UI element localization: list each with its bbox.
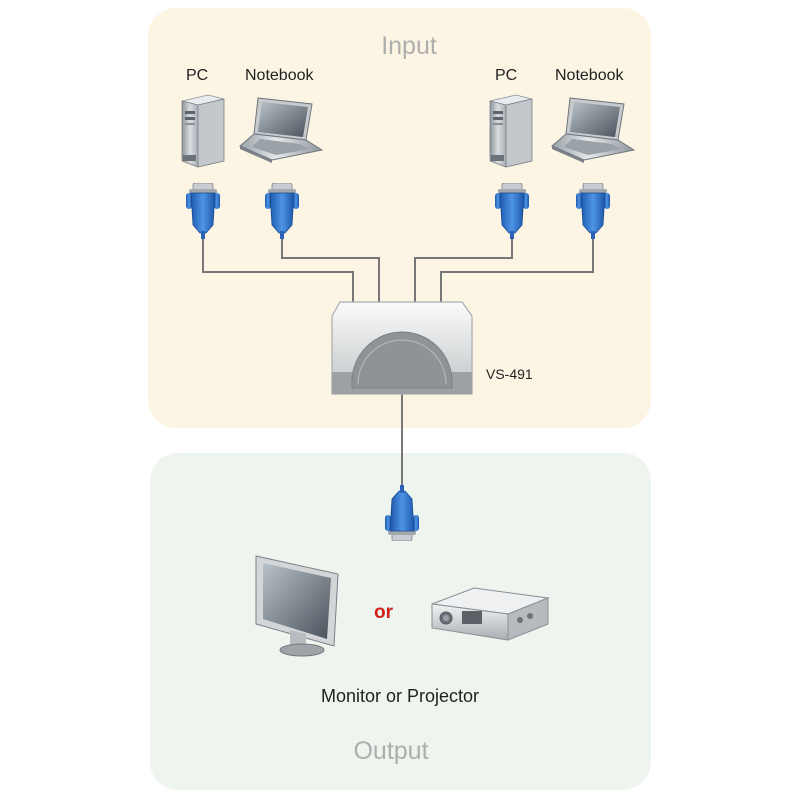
switch-device — [331, 301, 473, 395]
vga-connector-icon — [495, 183, 529, 239]
output-title: Output — [353, 737, 429, 765]
projector-icon — [431, 587, 550, 641]
pc-tower-icon — [181, 94, 225, 168]
output-caption: Monitor or Projector — [320, 686, 480, 706]
source-label-pc-1: PC — [186, 67, 209, 84]
source-label-pc-2: PC — [495, 67, 518, 84]
source-label-notebook-1: Notebook — [245, 67, 314, 84]
vga-connector-icon — [265, 183, 299, 239]
monitor-icon — [255, 555, 339, 657]
switch-model-label: VS-491 — [486, 366, 533, 382]
vga-connector-icon — [186, 183, 220, 239]
vga-connector-icon — [385, 485, 419, 541]
or-label: or — [374, 602, 393, 623]
vga-connector-icon — [576, 183, 610, 239]
input-title: Input — [381, 32, 437, 60]
cable-notebook1 — [281, 236, 380, 302]
cable-notebook2 — [440, 236, 594, 302]
cable-pc1 — [202, 236, 354, 302]
cable-pc2 — [414, 236, 513, 302]
pc-tower-icon — [489, 94, 533, 168]
laptop-icon — [551, 97, 635, 164]
laptop-icon — [239, 97, 323, 164]
cable-lines — [202, 236, 594, 488]
source-label-notebook-2: Notebook — [555, 67, 624, 84]
